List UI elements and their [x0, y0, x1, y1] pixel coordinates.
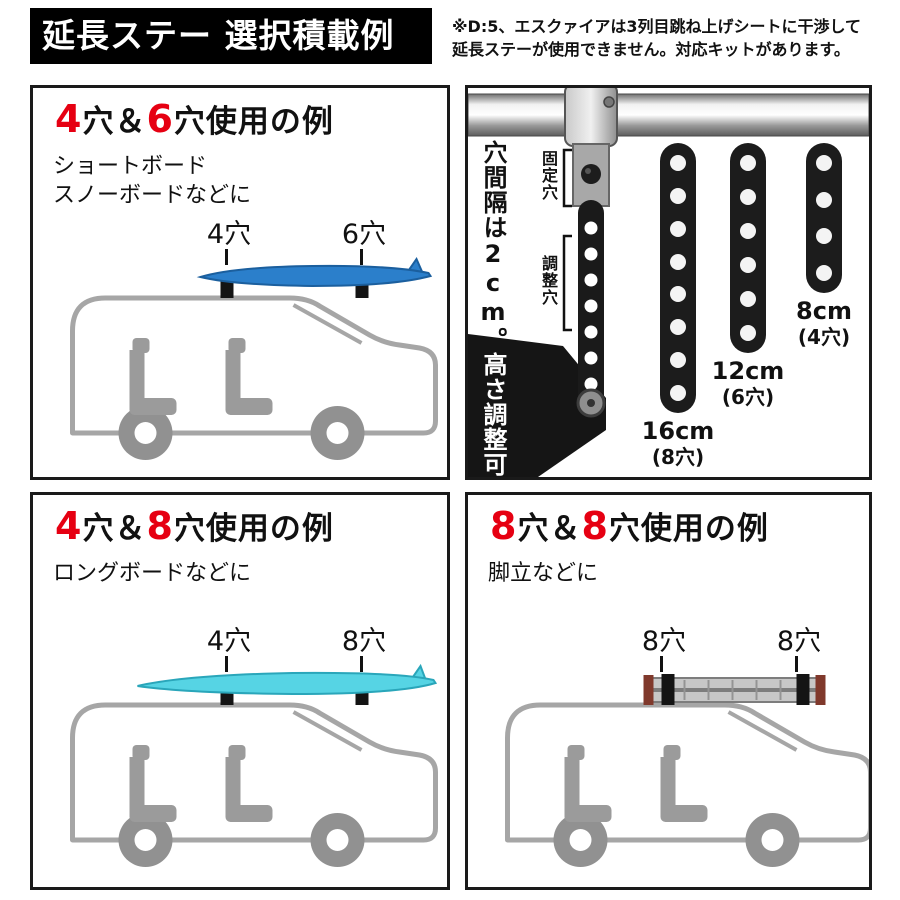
pointer-tick — [360, 249, 363, 265]
panel-4-8-example: 4穴＆8穴使用の例 ロングボードなどに 4穴 8穴 — [30, 492, 450, 890]
pointer-tick — [660, 656, 663, 672]
ladder-and-mounts — [643, 674, 826, 705]
title-text: 穴使用の例 — [173, 104, 334, 140]
stay-holes: (6穴) — [721, 384, 775, 409]
adjust-hole-label: 調整穴 — [539, 255, 558, 306]
panel-title: 8穴＆8穴使用の例 — [490, 503, 769, 548]
panel-subtitle: ショートボード — [53, 154, 208, 179]
panel-8-8-example: 8穴＆8穴使用の例 脚立などに 8穴 8穴 — [465, 492, 872, 890]
page-title: 延長ステー 選択積載例 — [42, 16, 395, 55]
hole-label-right: 6穴 — [341, 219, 387, 250]
stay-12cm — [730, 143, 766, 353]
roof-bar-pipe — [468, 93, 869, 137]
stay-size: 16cm — [641, 417, 715, 445]
hole-label-right: 8穴 — [776, 626, 822, 657]
stay-8cm — [806, 143, 842, 293]
stay-holes: (4穴) — [797, 324, 851, 349]
stay-size: 12cm — [711, 357, 785, 385]
panel-subtitle: スノーボードなどに — [53, 183, 252, 208]
ladder-end-cap — [815, 675, 826, 705]
panel-title: 4穴＆6穴使用の例 — [55, 96, 334, 141]
vertical-note-white: 高さ調整可 — [479, 352, 507, 477]
clamp-bolt — [603, 96, 615, 108]
ladder-rungs — [683, 680, 782, 700]
vertical-note: 穴間隔は2cm。高さ調整可 — [476, 140, 511, 477]
panel-title: 4穴＆8穴使用の例 — [55, 503, 334, 548]
ladder-mount — [796, 674, 810, 705]
panel-subtitle: ロングボードなどに — [53, 561, 252, 586]
title-num-red: 8 — [146, 504, 174, 548]
fixed-hole-bracket — [562, 148, 572, 208]
title-text: 穴＆ — [82, 511, 147, 547]
van-illustration-shortboard — [37, 256, 443, 468]
mounted-stay — [578, 200, 604, 412]
pointer-tick — [225, 249, 228, 265]
page-title-box: 延長ステー 選択積載例 — [30, 8, 432, 64]
title-num-red: 8 — [490, 504, 518, 548]
adjust-hole-bracket — [562, 234, 572, 332]
note-line-1: ※D:5、エスクァイアは3列目跳ね上げシートに干渉して — [452, 17, 862, 36]
title-text: 穴＆ — [82, 104, 147, 140]
fixing-bolt — [581, 164, 601, 184]
stay-16cm-label: 16cm (8穴) — [633, 417, 723, 469]
stay-size: 8cm — [796, 297, 852, 325]
stay-8cm-label: 8cm (4穴) — [779, 297, 869, 349]
ladder-mount — [661, 674, 675, 705]
stay-holes: (8穴) — [651, 444, 705, 469]
parts-illustration — [468, 88, 869, 477]
hole-label-left: 8穴 — [641, 626, 687, 657]
panel-parts-photo: 穴間隔は2cm。高さ調整可 固定穴 調整穴 16cm (8穴) 12cm (6穴… — [465, 85, 872, 480]
title-num-red: 4 — [55, 97, 83, 141]
note-line-2: 延長ステーが使用できません。対応キットがあります。 — [452, 40, 850, 60]
hole-label-left: 4穴 — [206, 219, 252, 250]
hole-label-right: 8穴 — [341, 626, 387, 657]
title-text: 穴使用の例 — [173, 511, 334, 547]
ladder-rail — [649, 690, 820, 703]
hole-label-left: 4穴 — [206, 626, 252, 657]
van-illustration-longboard — [37, 663, 443, 875]
ladder-rail — [649, 677, 820, 690]
pointer-tick — [225, 656, 228, 672]
panel-subtitle: 脚立などに — [488, 561, 599, 586]
shortboard — [196, 264, 433, 288]
header-note: ※D:5、エスクァイアは3列目跳ね上げシートに干渉して 延長ステーが使用できませ… — [452, 15, 861, 61]
title-text: 穴使用の例 — [608, 511, 769, 547]
title-text: 穴＆ — [517, 511, 582, 547]
title-num-red: 4 — [55, 504, 83, 548]
vertical-note-black: 穴間隔は2cm。 — [479, 140, 507, 352]
base-bar — [468, 334, 606, 477]
shortboard-and-mounts — [196, 256, 433, 298]
pointer-tick — [795, 656, 798, 672]
longboard — [137, 671, 438, 696]
van-illustration-ladder — [472, 674, 872, 875]
title-num-red: 8 — [581, 504, 609, 548]
longboard-and-mounts — [137, 663, 438, 705]
ladder-end-cap — [643, 675, 654, 705]
board-mount — [220, 281, 234, 298]
title-num-red: 6 — [146, 97, 174, 141]
pointer-tick — [360, 656, 363, 672]
stay-12cm-label: 12cm (6穴) — [703, 357, 793, 409]
stay-16cm — [660, 143, 696, 413]
fixed-hole-label: 固定穴 — [539, 150, 558, 201]
panel-4-6-example: 4穴＆6穴使用の例 ショートボード スノーボードなどに 4穴 6穴 — [30, 85, 450, 480]
